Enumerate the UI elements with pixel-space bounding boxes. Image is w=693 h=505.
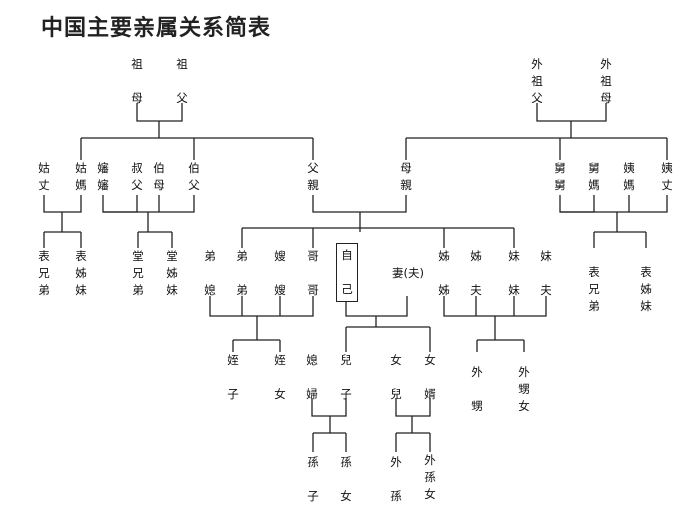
node-biao-xiongdi-left: 表 兄 弟 (38, 249, 50, 297)
node-yima: 姨 媽 (623, 161, 635, 192)
node-didi: 弟 弟 (236, 249, 248, 297)
node-ziji: 自 己 (336, 243, 358, 302)
node-nvxu: 女 婿 (424, 353, 436, 401)
shu-bracket (102, 195, 138, 213)
node-dixi: 弟 媳 (204, 249, 216, 297)
maternal-generation-bar (405, 137, 668, 160)
node-waisunnv: 外 孫 女 (424, 453, 436, 501)
node-waizufu: 外 祖 父 (531, 57, 543, 105)
node-biao-jiemei-left: 表 姊 妹 (75, 249, 87, 297)
node-waisun: 外 孫 (390, 455, 402, 503)
node-muqin: 母 親 (400, 161, 412, 192)
node-meifu: 妹 夫 (540, 249, 552, 297)
sibling-bar (241, 227, 515, 248)
node-bomu: 伯 母 (153, 161, 165, 192)
node-nver: 女 兒 (390, 353, 402, 401)
node-erzi: 兒 子 (340, 353, 352, 401)
node-jiejie: 姊 姊 (438, 249, 450, 297)
node-waishengnv: 外 甥 女 (518, 365, 530, 413)
parents-bracket (312, 195, 407, 228)
daughter-spouse-bracket (395, 398, 431, 433)
node-shenshen: 嬸 嬸 (97, 161, 109, 192)
nephew-bar (232, 339, 281, 352)
grandparents-bracket (136, 103, 183, 138)
paternal-generation-bar (80, 137, 314, 160)
son-spouse-bracket (311, 398, 347, 433)
sister-children-bar (476, 339, 525, 352)
page-title: 中国主要亲属关系简表 (41, 16, 272, 41)
node-meimei: 妹 妹 (508, 249, 520, 297)
node-tang-xiongdi: 堂 兄 弟 (132, 249, 144, 297)
node-biao-jiemei-right: 表 姊 妹 (640, 265, 652, 313)
node-qi: 妻(夫) (392, 266, 424, 280)
jiu-bracket (559, 195, 595, 213)
node-gege: 哥 哥 (307, 249, 319, 297)
node-bofu: 伯 父 (188, 161, 200, 192)
node-jiefu: 姊 夫 (470, 249, 482, 297)
biao-cousin-bracket-right (593, 231, 647, 248)
brother-brackets (209, 296, 314, 340)
node-waizumu: 外 祖 母 (600, 57, 612, 105)
node-shufu: 叔 父 (131, 161, 143, 192)
node-yizhang: 姨 丈 (661, 161, 673, 192)
node-sunzi: 孫 子 (307, 455, 319, 503)
biao-cousin-bracket-left (43, 231, 82, 248)
yi-bracket (560, 195, 668, 232)
node-biao-xiongdi-right: 表 兄 弟 (588, 265, 600, 313)
children-bar (345, 326, 431, 352)
node-jiuma: 舅 媽 (588, 161, 600, 192)
tang-cousin-bracket (137, 231, 173, 248)
bo-bracket (103, 195, 195, 232)
sister-brackets (443, 296, 547, 340)
grandchildren-bar (312, 432, 347, 452)
node-waisheng: 外 甥 (471, 365, 483, 413)
maternal-grandparents-bracket (536, 103, 607, 138)
node-zumu: 祖 母 (131, 57, 143, 105)
node-saosao: 嫂 嫂 (274, 249, 286, 297)
node-sunnv: 孫 女 (340, 455, 352, 503)
node-fuqin: 父 親 (307, 161, 319, 192)
connector-lines (43, 103, 668, 452)
outer-grandchildren-bar (395, 432, 431, 452)
node-guzhang: 姑 丈 (38, 161, 50, 192)
node-zhinv: 姪 女 (274, 353, 286, 401)
node-jiujiu: 舅 舅 (554, 161, 566, 192)
node-xifu: 媳 婦 (306, 353, 318, 401)
gu-bracket (43, 195, 82, 232)
node-tang-jiemei: 堂 姊 妹 (166, 249, 178, 297)
node-gumu: 姑 媽 (75, 161, 87, 192)
node-zufu: 祖 父 (176, 57, 188, 105)
self-spouse-bracket (345, 296, 408, 327)
node-zhizi: 姪 子 (227, 353, 239, 401)
